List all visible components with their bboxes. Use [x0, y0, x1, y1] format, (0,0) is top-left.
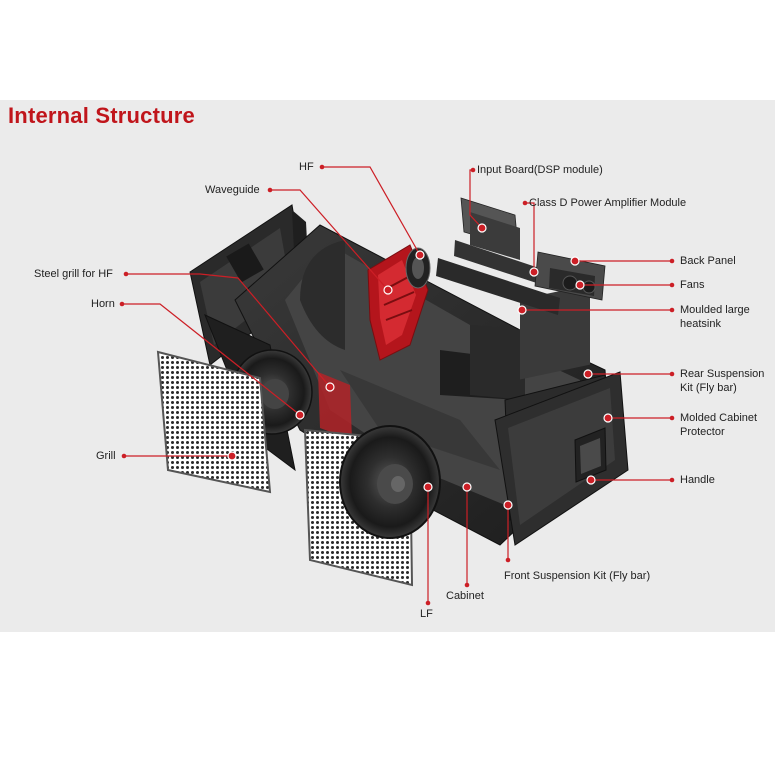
leader-markers	[119, 164, 675, 606]
left-grill	[156, 350, 272, 494]
label-heatsink-line1: Moulded large	[680, 304, 750, 316]
label-hf: HF	[299, 161, 314, 173]
right-side-frame	[494, 371, 629, 546]
label-heatsink-line2: heatsink	[680, 318, 721, 330]
label-lf: LF	[420, 608, 433, 620]
label-front-suspension: Front Suspension Kit (Fly bar)	[504, 570, 651, 582]
amplifier-modules	[436, 197, 606, 315]
label-grill: Grill	[96, 450, 116, 462]
label-horn: Horn	[91, 298, 115, 310]
label-rear-suspension-line2: Kit (Fly bar)	[680, 382, 737, 394]
label-steel-grill-hf: Steel grill for HF	[34, 268, 113, 280]
lf-driver	[339, 425, 441, 539]
label-input-board: Input Board(DSP module)	[477, 164, 603, 176]
label-cabinet: Cabinet	[446, 590, 484, 602]
label-rear-suspension: Rear Suspension Kit (Fly bar)	[680, 367, 764, 395]
label-cabinet-protector-line1: Molded Cabinet	[680, 412, 758, 424]
label-fans: Fans	[680, 279, 705, 291]
hf-driver-and-waveguide	[367, 244, 431, 361]
label-heatsink: Moulded large heatsink	[680, 303, 750, 331]
label-handle: Handle	[680, 474, 715, 486]
leader-lines	[122, 166, 672, 603]
label-rear-suspension-line1: Rear Suspension	[680, 368, 765, 380]
label-cabinet-protector-line2: Protector	[680, 426, 725, 438]
page-title: Internal Structure	[8, 103, 195, 128]
label-waveguide: Waveguide	[205, 184, 260, 196]
label-cabinet-protector: Molded Cabinet Protector	[680, 411, 757, 439]
label-class-d-amplifier: Class D Power Amplifier Module	[529, 197, 687, 209]
label-back-panel: Back Panel	[680, 255, 736, 267]
